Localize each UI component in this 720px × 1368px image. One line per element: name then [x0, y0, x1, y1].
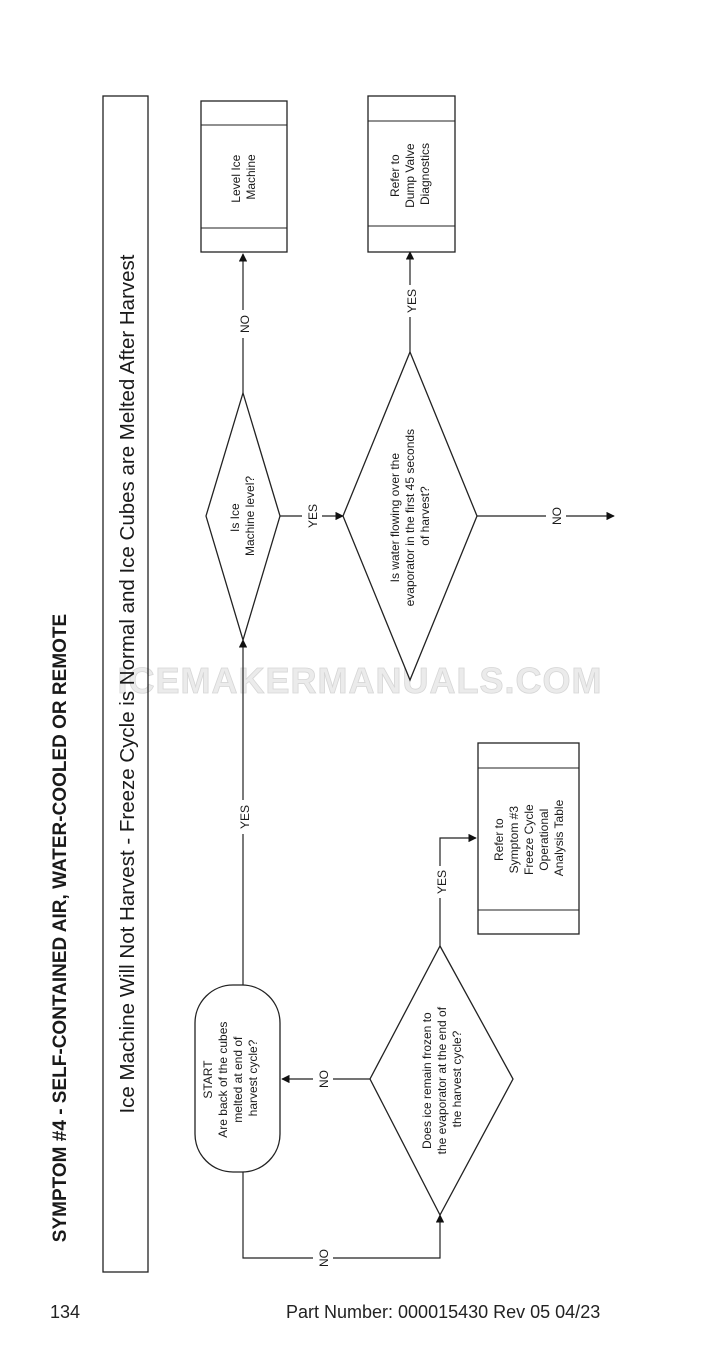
start-line-2: Are back of the cubes [216, 1022, 230, 1138]
frozen-line-2: the evaporator at the end of [435, 1006, 449, 1154]
watermark: ICEMAKERMANUALS.COM [118, 660, 603, 701]
symptom3-line-1: Refer to [492, 818, 506, 861]
level-line-2: Machine level? [243, 476, 257, 556]
water-line-1: Is water flowing over the [388, 453, 402, 583]
page-number: 134 [50, 1302, 81, 1322]
symptom3-line-4: Operational [537, 809, 551, 871]
water-line-2: evaporator in the first 45 seconds [403, 429, 417, 606]
subtitle: Ice Machine Will Not Harvest - Freeze Cy… [116, 254, 139, 1113]
part-number: Part Number: 000015430 Rev 05 04/23 [286, 1302, 601, 1322]
water-decision-text: Is water flowing over the evaporator in … [388, 426, 432, 607]
start-line-1: START [201, 1060, 215, 1099]
frozen-decision-text: Does ice remain frozen to the evaporator… [420, 1004, 464, 1155]
dump-action-line-1: Refer to [388, 154, 402, 197]
symptom3-action-text: Refer to Symptom #3 Freeze Cycle Operati… [492, 799, 566, 876]
start-line-4: harvest cycle? [246, 1039, 260, 1116]
frozen-line-3: the harvest cycle? [450, 1030, 464, 1127]
label-yes-frozen: YES [435, 870, 449, 894]
water-decision [342, 350, 478, 682]
symptom-heading: SYMPTOM #4 - SELF-CONTAINED AIR, WATER-C… [50, 614, 71, 1242]
water-line-3: of harvest? [418, 486, 432, 546]
label-no-water: NO [550, 507, 564, 525]
symptom3-line-5: Analysis Table [552, 799, 566, 876]
label-no-level: NO [238, 315, 252, 333]
level-line-1: Is Ice [228, 503, 242, 532]
label-yes-level: YES [306, 504, 320, 528]
subtitle-box [102, 95, 149, 1273]
start-text: START Are back of the cubes melted at en… [201, 1018, 260, 1137]
dump-action-line-3: Diagnostics [418, 143, 432, 205]
symptom3-line-3: Freeze Cycle [522, 804, 536, 875]
label-yes-start: YES [238, 805, 252, 829]
frozen-line-1: Does ice remain frozen to [420, 1012, 434, 1149]
level-action-box [200, 100, 288, 253]
label-no-start: NO [317, 1249, 331, 1267]
start-line-3: melted at end of [231, 1036, 245, 1123]
dump-action-line-2: Dump Valve [403, 143, 417, 208]
label-no-frozen: NO [317, 1070, 331, 1088]
dump-action-text: Refer to Dump Valve Diagnostics [388, 140, 432, 208]
level-decision-text: Is Ice Machine level? [228, 476, 257, 556]
level-action-line-1: Level Ice [229, 154, 243, 202]
level-decision [205, 390, 281, 643]
level-action-text: Level Ice Machine [229, 151, 258, 202]
symptom3-action-box [477, 742, 580, 935]
frozen-decision [369, 944, 514, 1217]
connector-labels: YES NO YES YES NO NO YES NO [233, 285, 566, 1272]
start-terminator [194, 984, 281, 1173]
level-action-line-2: Machine [244, 154, 258, 200]
label-yes-water: YES [405, 289, 419, 313]
symptom3-line-2: Symptom #3 [507, 806, 521, 874]
